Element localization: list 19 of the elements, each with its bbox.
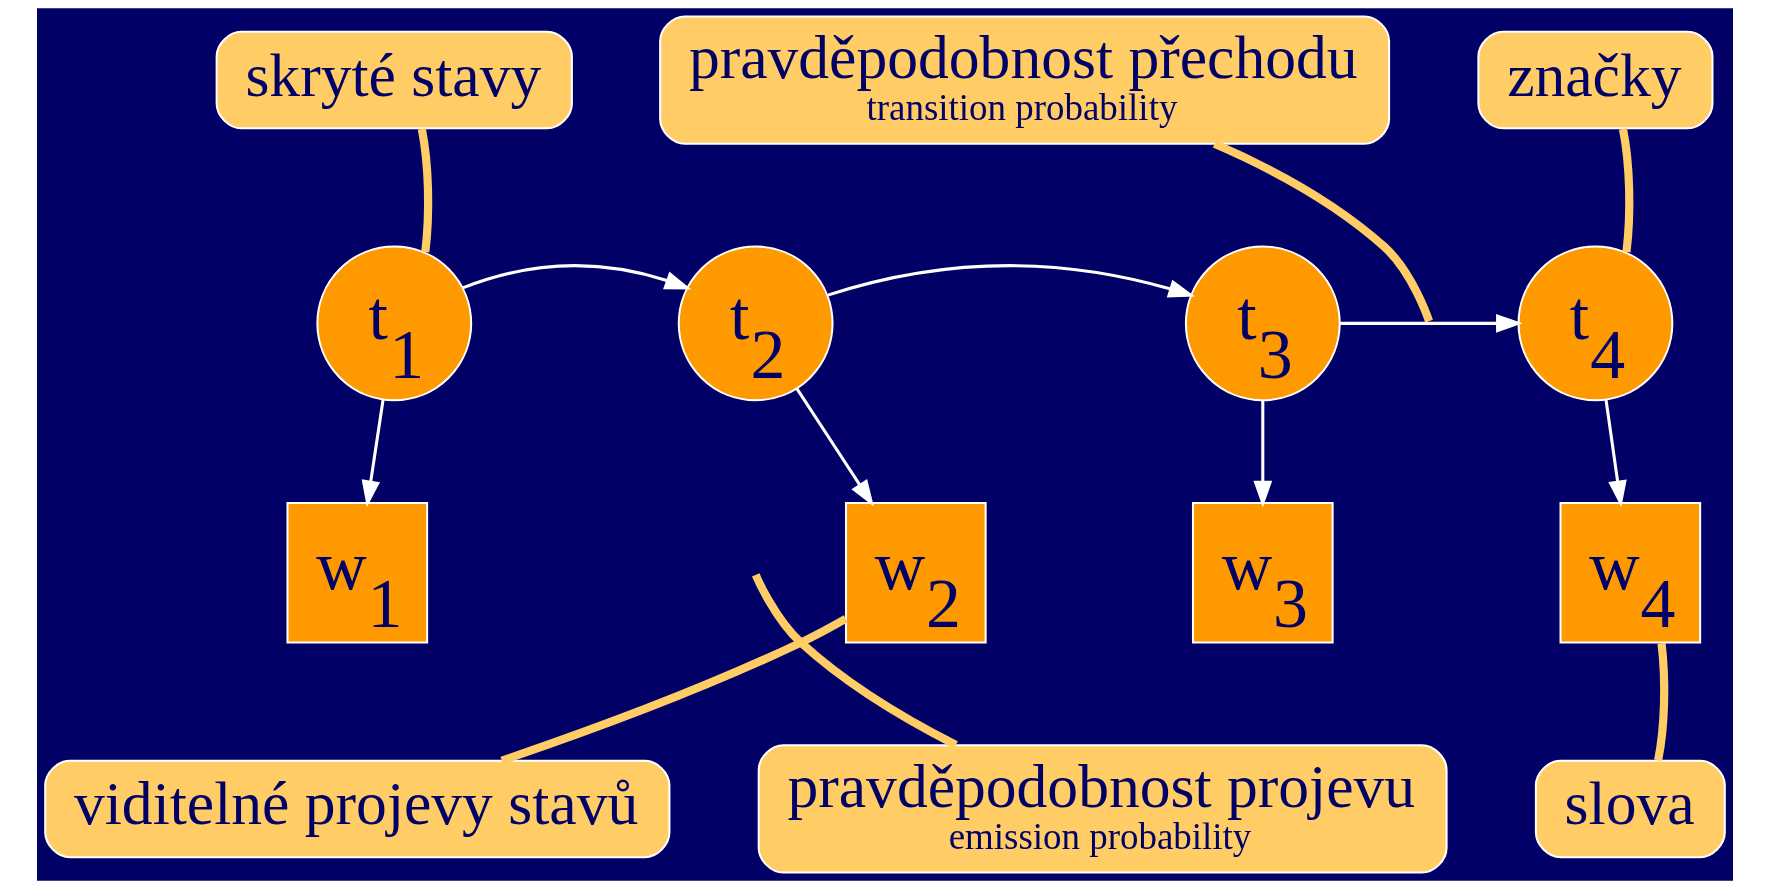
- connector: [1653, 642, 1668, 761]
- node-box: skryté stavy: [215, 30, 573, 130]
- arrow: [461, 264, 691, 290]
- node-box: viditelné projevy stavů: [43, 759, 670, 859]
- node-box: slova: [1534, 759, 1726, 859]
- arrow: [1339, 314, 1523, 333]
- arrow: [1252, 400, 1272, 508]
- node-box: pravděpodobnost přechodu transition probability: [658, 15, 1390, 145]
- connector: [751, 573, 958, 749]
- connector: [1618, 128, 1633, 253]
- arrow: [827, 264, 1195, 298]
- node-box: pravděpodobnost projevu emission probability: [757, 744, 1448, 874]
- connector: [1212, 140, 1433, 323]
- connector: [499, 615, 848, 765]
- node-box: značky: [1476, 30, 1713, 130]
- arrow: [361, 399, 385, 508]
- arrow: [1604, 399, 1627, 508]
- arrow: [795, 387, 874, 507]
- connector: [417, 128, 432, 253]
